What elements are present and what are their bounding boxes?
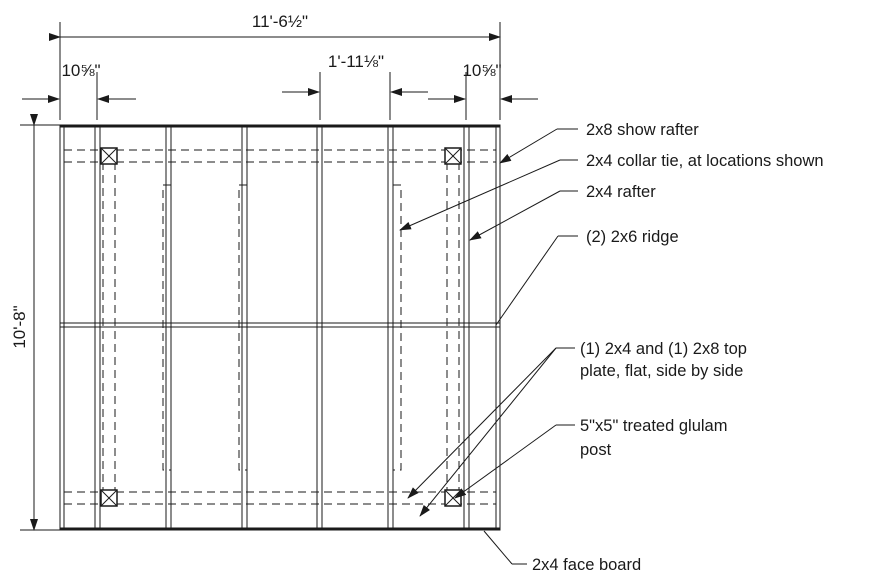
callout-rafter-text: 2x4 rafter bbox=[586, 183, 656, 201]
callout-top-plate-line2: plate, flat, side by side bbox=[580, 362, 743, 380]
callout-face-board: 2x4 face board bbox=[483, 530, 641, 574]
overall-width-dimension: 11'-6½" bbox=[49, 12, 501, 120]
callout-top-plate: (1) 2x4 and (1) 2x8 top plate, flat, sid… bbox=[407, 340, 747, 517]
rafter-5 bbox=[387, 125, 394, 530]
post-top-right bbox=[444, 147, 462, 165]
callout-collar-tie: 2x4 collar tie, at locations shown bbox=[399, 152, 824, 231]
callout-collar-tie-text: 2x4 collar tie, at locations shown bbox=[586, 152, 824, 170]
post-bottom-right bbox=[444, 489, 462, 507]
callout-show-rafter: 2x8 show rafter bbox=[499, 121, 699, 164]
callout-post-line1: 5"x5" treated glulam bbox=[580, 417, 727, 435]
sub-dimensions: 10⅝" 1'-11⅛" 10⅝" bbox=[22, 52, 538, 120]
rafter-6 bbox=[463, 125, 470, 530]
right-overhang-label: 10⅝" bbox=[462, 61, 501, 80]
callout-top-plate-line1: (1) 2x4 and (1) 2x8 top bbox=[580, 340, 747, 358]
overall-depth-dimension: 10'-8" bbox=[10, 114, 60, 531]
post-bottom-left bbox=[100, 489, 118, 507]
rafter-3 bbox=[241, 125, 248, 530]
top-plates bbox=[64, 149, 496, 505]
beams-dashed bbox=[102, 162, 460, 492]
left-overhang-label: 10⅝" bbox=[61, 61, 100, 80]
rafter-1 bbox=[94, 125, 101, 530]
ridge-beam bbox=[60, 322, 500, 328]
callout-post: 5"x5" treated glulam post bbox=[454, 417, 727, 499]
rafter-spacing-label: 1'-11⅛" bbox=[328, 52, 384, 71]
callout-face-board-text: 2x4 face board bbox=[532, 556, 641, 574]
overall-width-label: 11'-6½" bbox=[252, 12, 308, 31]
rafter-4 bbox=[316, 125, 323, 530]
posts bbox=[100, 147, 462, 507]
callout-ridge-text: (2) 2x6 ridge bbox=[586, 228, 679, 246]
rafters bbox=[94, 125, 470, 530]
callout-ridge: (2) 2x6 ridge bbox=[495, 228, 679, 326]
callout-rafter: 2x4 rafter bbox=[469, 183, 656, 241]
collar-ties bbox=[162, 184, 402, 471]
callout-show-rafter-text: 2x8 show rafter bbox=[586, 121, 699, 139]
rafter-2 bbox=[165, 125, 172, 530]
post-top-left bbox=[100, 147, 118, 165]
callout-post-line2: post bbox=[580, 441, 612, 459]
overall-depth-label: 10'-8" bbox=[10, 305, 29, 348]
